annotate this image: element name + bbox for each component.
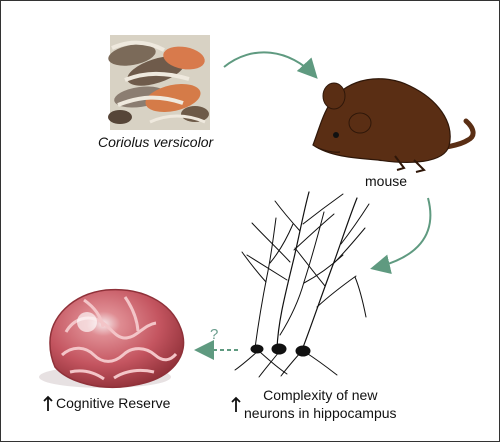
arrow-mouse-to-neurons bbox=[370, 197, 432, 275]
unknown-link-label: ? bbox=[210, 326, 219, 343]
brain-illustration bbox=[39, 288, 185, 389]
hippocampal-neurons bbox=[234, 191, 370, 378]
cognitive-reserve-up-arrow bbox=[43, 395, 53, 411]
fungus-photo bbox=[108, 35, 210, 130]
neuron-complexity-label: Complexity of new neurons in hippocampus bbox=[244, 386, 397, 422]
cognitive-reserve-label: Cognitive Reserve bbox=[56, 395, 171, 411]
mouse-illustration bbox=[312, 78, 476, 173]
neuron-label-line2: neurons in hippocampus bbox=[244, 405, 397, 421]
arrow-fungus-to-mouse bbox=[223, 51, 318, 79]
neuron-label-line1: Complexity of new bbox=[263, 387, 378, 403]
mouse-label: mouse bbox=[365, 173, 408, 189]
fungus-label: Coriolus versicolor bbox=[98, 134, 214, 150]
neuron-complexity-up-arrow bbox=[231, 396, 241, 412]
